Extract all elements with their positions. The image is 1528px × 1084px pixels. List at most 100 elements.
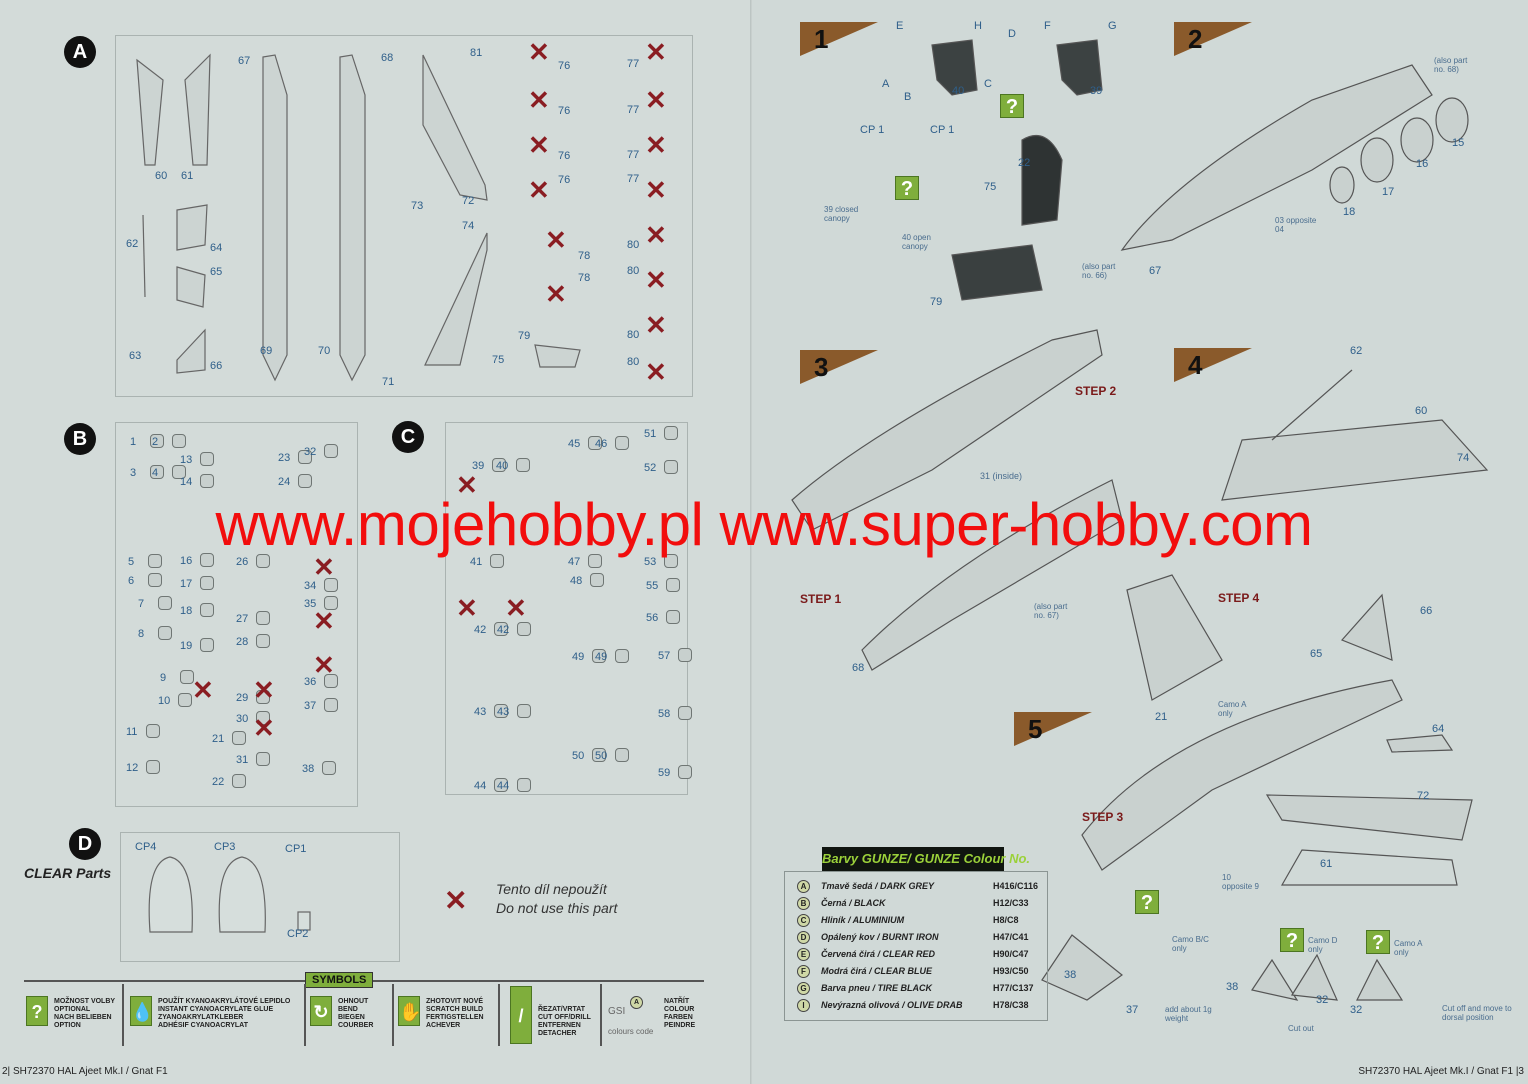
part-number: 7 xyxy=(138,598,145,610)
part-number: 79 xyxy=(518,330,531,342)
part-number: 49 xyxy=(572,651,585,663)
part-number: 50 xyxy=(572,750,585,762)
part-number: 32 xyxy=(304,446,317,458)
part-number: 12 xyxy=(126,762,139,774)
also-part-note: (also part no. 68) xyxy=(1434,56,1468,74)
part-label: A xyxy=(882,78,890,90)
part-number: 23 xyxy=(278,452,291,464)
do-not-use-legend-icon: ✕ xyxy=(444,885,468,916)
divider xyxy=(600,984,602,1046)
assembly-drawings xyxy=(791,39,1489,1001)
part-number: 78 xyxy=(578,272,591,284)
do-not-use-mark: ✕ xyxy=(313,650,335,680)
part-number: 21 xyxy=(212,733,225,745)
part-number: 65 xyxy=(210,266,223,278)
part-number: 43 xyxy=(474,706,487,718)
do-not-use-mark: ✕ xyxy=(645,265,667,295)
symbols-bar: SYMBOLS ?MOŽNOST VOLBY OPTIONAL NACH BEL… xyxy=(20,970,710,1050)
part-shape xyxy=(256,634,270,648)
part-number: 27 xyxy=(236,613,249,625)
part-shape xyxy=(590,573,604,587)
step-number: 1 xyxy=(814,24,829,54)
part-number: 51 xyxy=(644,428,657,440)
part-number: 36 xyxy=(304,676,317,688)
part-shape xyxy=(298,450,312,464)
part-shape xyxy=(146,724,160,738)
part-number: 1 xyxy=(130,436,137,448)
part-shape xyxy=(256,554,270,568)
part-number: 80 xyxy=(627,265,640,277)
part-label: 22 xyxy=(1018,157,1031,169)
step-number: 5 xyxy=(1028,714,1043,744)
do-not-use-mark: ✕ xyxy=(545,225,567,255)
part-number: 71 xyxy=(382,376,395,388)
gsi-label: GSI xyxy=(608,1006,626,1017)
colour-name: Opálený kov / BURNT IRON xyxy=(821,932,939,942)
part-number: 28 xyxy=(236,636,249,648)
step-number: 4 xyxy=(1188,350,1203,380)
part-number: 57 xyxy=(658,650,671,662)
open-canopy-note: 40 open canopy xyxy=(902,233,931,251)
part-number: 16 xyxy=(180,555,193,567)
part-label: C xyxy=(984,78,992,90)
part-shape xyxy=(256,711,270,725)
part-number: CP4 xyxy=(135,841,157,853)
part-shape xyxy=(200,553,214,567)
part-number: 76 xyxy=(558,105,571,117)
part-number: 42 xyxy=(474,624,487,636)
part-shape xyxy=(517,778,531,792)
do-not-use-mark: ✕ xyxy=(645,175,667,205)
part-shape xyxy=(158,596,172,610)
divider xyxy=(122,984,124,1046)
part-number: 77 xyxy=(627,58,640,70)
part-number: 72 xyxy=(462,195,475,207)
section-c-badge: C xyxy=(392,421,424,453)
part-shape xyxy=(146,760,160,774)
colour-code: H93/C50 xyxy=(993,966,1029,976)
part-label: H xyxy=(974,20,982,32)
step-label: STEP 2 xyxy=(1075,384,1117,398)
part-number: 30 xyxy=(236,713,249,725)
part-number: 76 xyxy=(558,60,571,72)
part-number: 67 xyxy=(238,55,251,67)
part-label: 18 xyxy=(1343,206,1356,218)
do-not-use-mark: ✕ xyxy=(253,713,275,743)
part-number: 35 xyxy=(304,598,317,610)
part-shape xyxy=(148,554,162,568)
step-2-flag: 2 xyxy=(1174,22,1252,56)
hand-icon: ✋ xyxy=(398,996,421,1026)
part-number: 61 xyxy=(181,170,194,182)
section-a-badge: A xyxy=(64,36,96,68)
part-number: 77 xyxy=(627,149,640,161)
part-number: 66 xyxy=(210,360,223,372)
part-shape xyxy=(664,426,678,440)
part-number: 11 xyxy=(126,726,138,738)
colour-name: Hliník / ALUMINIUM xyxy=(821,915,905,925)
part-shape xyxy=(666,578,680,592)
part-shape xyxy=(200,474,214,488)
part-shape xyxy=(322,761,336,775)
part-shape xyxy=(678,765,692,779)
part-number: 40 xyxy=(496,460,509,472)
part-number: 19 xyxy=(180,640,193,652)
do-not-use-mark: ✕ xyxy=(528,37,550,67)
colour-code: H416/C116 xyxy=(993,881,1039,891)
part-number: 13 xyxy=(180,454,193,466)
colour-code-icon: F xyxy=(797,965,810,978)
part-shape xyxy=(664,460,678,474)
colour-code-icon: C xyxy=(797,914,810,927)
part-label: 39 xyxy=(1090,85,1103,97)
part-shape xyxy=(324,698,338,712)
step-number: 3 xyxy=(814,352,829,382)
part-number: 14 xyxy=(180,476,193,488)
part-label: CP 1 xyxy=(860,124,885,136)
part-shape xyxy=(180,670,194,684)
colour-code-icon: A xyxy=(797,880,810,893)
optional-icon: ? xyxy=(895,176,919,200)
part-shape xyxy=(232,731,246,745)
do-not-use-mark: ✕ xyxy=(456,593,478,623)
step-number: 2 xyxy=(1188,24,1203,54)
do-not-use-mark: ✕ xyxy=(645,85,667,115)
colour-name: Modrá čirá / CLEAR BLUE xyxy=(821,966,933,976)
